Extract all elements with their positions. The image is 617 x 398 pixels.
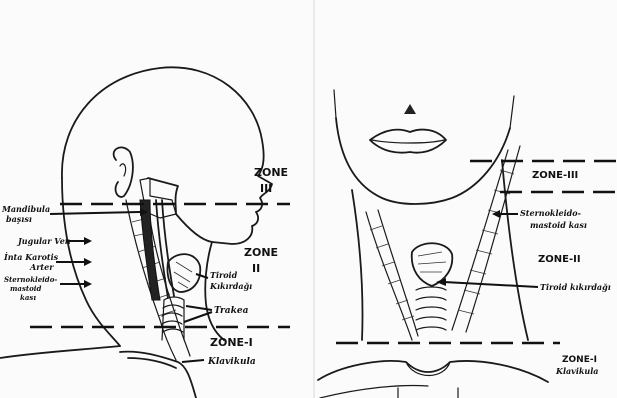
thyroid-cartilage-front — [412, 243, 453, 286]
trachea-rings — [162, 297, 184, 340]
label-tiroid-1: Tiroid — [210, 270, 238, 280]
ear — [114, 147, 133, 197]
right-label-tiroid: Tiroid kıkırdağı — [540, 282, 611, 292]
label-sterno-1: Sternokleido- — [4, 275, 57, 284]
face-side-right — [510, 96, 514, 128]
face-side-left — [334, 90, 336, 118]
right-zone-1-label: ZONE-I — [562, 355, 597, 365]
label-mandibula: Mandibula — [1, 204, 50, 214]
scm-left-front — [366, 210, 418, 340]
lip-line — [372, 140, 444, 143]
trachea-front — [416, 287, 446, 330]
label-karotis-2: Arter — [29, 262, 54, 272]
arrow-trakea — [184, 306, 212, 322]
clavicle — [120, 352, 196, 398]
label-trakea: Trakea — [214, 306, 249, 316]
thyroid-shading — [174, 262, 192, 288]
neck-left-side — [352, 190, 363, 340]
zone-2-number: II — [252, 262, 260, 275]
label-juguler: Jugular Ven — [16, 236, 71, 246]
chest-line — [320, 386, 428, 398]
right-panel-frontal-view: ZONE-III ZONE-II ZONE-I Sternokleido- ma… — [318, 90, 617, 398]
right-label-sterno-2: mastoid kası — [530, 220, 587, 230]
ear-inner — [120, 164, 126, 176]
front-of-neck — [205, 242, 224, 340]
neck-right-side — [502, 160, 528, 340]
label-karotis-1: İnta Karotis — [3, 252, 59, 262]
label-klavikula: Klavikula — [207, 357, 256, 367]
head-outline — [62, 67, 272, 244]
label-mandibula-2: başısı — [6, 214, 32, 224]
zone-3-label: ZONE — [254, 166, 288, 179]
left-panel-lateral-view: ZONE III ZONE II ZONE-I Mandibula başısı… — [0, 67, 290, 398]
sternal-notch — [398, 362, 458, 398]
clavicles-front — [318, 361, 548, 382]
arrow-klavikula — [182, 360, 204, 362]
arrowhead-karotis — [84, 258, 92, 266]
right-label-klavikula: Klavikula — [555, 366, 598, 376]
zone-3-number: III — [260, 182, 272, 195]
thyroid-cartilage — [168, 254, 201, 292]
zone-2-label: ZONE — [244, 246, 278, 259]
shoulder-line — [0, 346, 120, 358]
arrowhead-sterno — [84, 280, 92, 288]
nose-tip — [404, 104, 416, 114]
label-tiroid-2: Kıkırdağı — [209, 281, 252, 291]
zone-1-label: ZONE-I — [210, 336, 253, 349]
thyroid-front-shading — [418, 252, 446, 272]
label-sterno-3: kası — [20, 293, 36, 302]
label-sterno-2: mastoid — [10, 284, 41, 293]
right-zone-3-label: ZONE-III — [532, 170, 578, 181]
right-zone-2-label: ZONE-II — [538, 254, 581, 265]
right-arrowhead-tiroid — [436, 278, 446, 286]
right-arrow-tiroid — [444, 282, 538, 287]
arrowhead-juguler — [84, 237, 92, 245]
right-label-sterno-1: Sternokleido- — [520, 208, 581, 218]
